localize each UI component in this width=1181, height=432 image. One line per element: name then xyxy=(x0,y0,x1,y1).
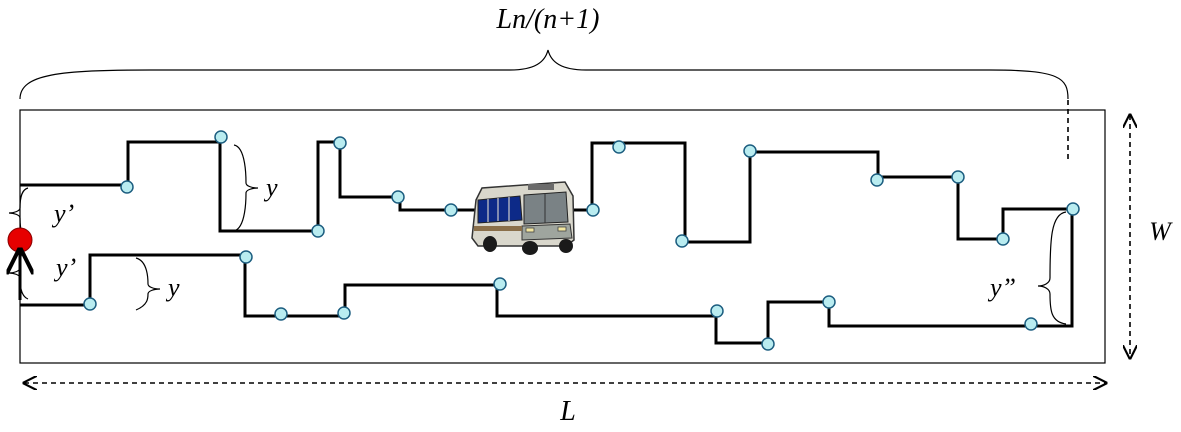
bus-route xyxy=(20,140,1074,345)
bus-stop-icon xyxy=(444,203,458,217)
bus-stop-icon xyxy=(870,173,884,187)
bus-stop-icon xyxy=(675,234,689,248)
top-brace xyxy=(19,49,1069,100)
brace-y-double-prime xyxy=(1037,211,1067,325)
width-label: W xyxy=(1149,217,1173,246)
bus-stop-icon xyxy=(83,297,97,311)
bus-stop-icon xyxy=(1066,202,1080,216)
brace-y-prime-upper xyxy=(8,187,29,241)
label-y-lower: y xyxy=(165,273,180,302)
bus-stop-icon xyxy=(311,224,325,238)
bus-stop-icon xyxy=(333,136,347,150)
bus-stop-icon xyxy=(996,232,1010,246)
label-y-prime-lower: y’ xyxy=(53,253,76,282)
bus-stop-icon xyxy=(1024,317,1038,331)
length-label: L xyxy=(559,396,576,427)
brace-y-lower xyxy=(135,257,161,311)
bus-stop-icon xyxy=(710,304,724,318)
bus-stop-icon xyxy=(239,250,253,264)
bus-stop-icon xyxy=(761,337,775,351)
bus-stop-icon xyxy=(822,295,836,309)
bus-stop-icon xyxy=(214,130,228,144)
bus-stop-icon xyxy=(274,307,288,321)
depot-marker-icon xyxy=(7,227,33,253)
brace-y-upper xyxy=(233,144,259,232)
bus-stop-icon xyxy=(120,180,134,194)
bus-stop-icon xyxy=(337,306,351,320)
label-y-upper: y xyxy=(263,173,278,202)
bus-icon xyxy=(471,181,575,255)
bus-stop-icon xyxy=(743,144,757,158)
bus-stops xyxy=(83,130,1080,351)
top-span-label: Ln/(n+1) xyxy=(496,4,600,35)
bus-stop-icon xyxy=(493,277,507,291)
label-y-prime-upper: y’ xyxy=(51,199,74,228)
bus-stop-icon xyxy=(391,190,405,204)
bus-stop-icon xyxy=(612,140,626,154)
label-y-double-prime: y” xyxy=(987,273,1016,302)
bus-stop-icon xyxy=(586,203,600,217)
bus-stop-icon xyxy=(951,170,965,184)
